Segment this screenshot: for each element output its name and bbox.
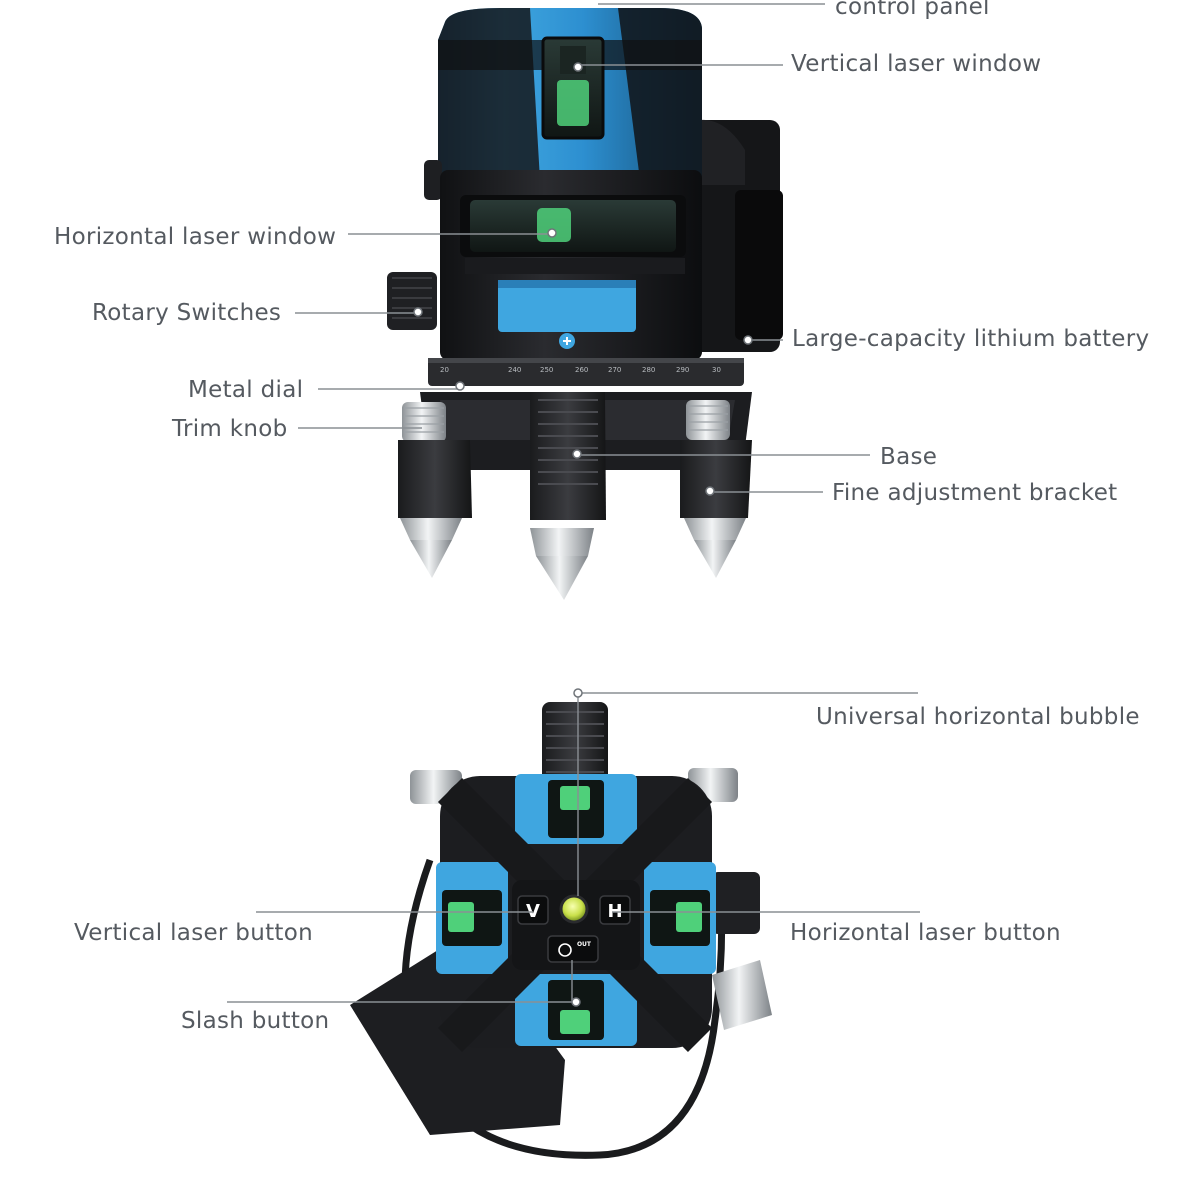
out-label: OUT — [577, 941, 592, 948]
universal-horizontal-bubble — [559, 894, 589, 924]
laser-window-bottom — [548, 980, 604, 1040]
dial-tick-label: 270 — [608, 366, 621, 374]
label-base: Base — [880, 444, 937, 470]
dial-tick-label: 20 — [440, 366, 449, 374]
vertical-laser-button-glyph: V — [526, 901, 540, 922]
laser-window-right — [650, 890, 710, 946]
dial-tick-label: 30 — [712, 366, 721, 374]
label-rotary-switches: Rotary Switches — [92, 300, 281, 326]
leg-right — [680, 440, 752, 578]
front-blue-panel — [498, 280, 636, 332]
callout-labels: control panel Vertical laser window Hori… — [54, 0, 1149, 1034]
laser-window-top — [548, 780, 604, 838]
label-universal-horizontal-bubble: Universal horizontal bubble — [816, 704, 1140, 730]
laser-level-top-view: V H OUT — [350, 702, 772, 1159]
label-horizontal-laser-button: Horizontal laser button — [790, 920, 1061, 946]
power-icon — [558, 943, 572, 957]
trim-knob-right — [686, 400, 730, 440]
label-slash-button: Slash button — [181, 1008, 329, 1034]
leg-center — [530, 392, 606, 600]
label-fine-adjustment-bracket: Fine adjustment bracket — [832, 480, 1117, 506]
dial-tick-label: 290 — [676, 366, 689, 374]
label-lithium-battery: Large-capacity lithium battery — [792, 326, 1149, 352]
laser-level-front-view: 20 240 250 260 270 280 290 30 — [387, 8, 783, 600]
dial-tick-label: 240 — [508, 366, 521, 374]
right-knob-metal — [712, 960, 772, 1030]
leader-lines — [227, 3, 920, 1007]
label-vertical-laser-button: Vertical laser button — [74, 920, 313, 946]
leader-universal-horizontal-bubble — [577, 692, 918, 896]
label-metal-dial: Metal dial — [188, 377, 303, 403]
horizontal-laser-window — [470, 200, 676, 252]
vertical-laser-button[interactable]: V — [517, 895, 549, 925]
dial-tick-label: 260 — [575, 366, 588, 374]
slash-button[interactable]: OUT — [547, 935, 599, 963]
horizontal-laser-button[interactable]: H — [599, 895, 631, 925]
label-horizontal-laser-window: Horizontal laser window — [54, 224, 336, 250]
trim-knob-left — [402, 402, 446, 442]
dial-tick-label: 280 — [642, 366, 655, 374]
label-control-panel: control panel — [835, 0, 990, 20]
label-trim-knob: Trim knob — [171, 416, 288, 442]
rotary-switch-knob — [387, 272, 437, 330]
label-vertical-laser-window: Vertical laser window — [791, 51, 1041, 77]
leg-left — [398, 440, 472, 578]
laser-window-left — [442, 890, 502, 946]
leader-slash-button — [227, 960, 573, 1003]
dial-tick-label: 250 — [540, 366, 553, 374]
metal-dial — [428, 358, 744, 386]
dial-tick-marks: 20 240 250 260 270 280 290 30 — [440, 366, 721, 374]
